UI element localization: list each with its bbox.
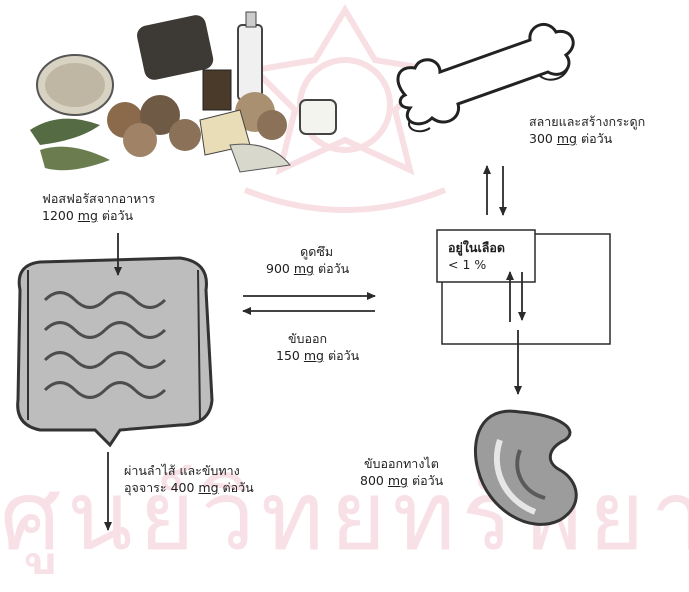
- secrete-label: ขับออก 150 mg ต่อวัน: [276, 330, 359, 364]
- food-illustration: [30, 12, 336, 172]
- food-phosphorus-label: ฟอสฟอรัสจากอาหาร 1200 mg ต่อวัน: [42, 190, 155, 224]
- intestine-illustration: [18, 258, 212, 445]
- kidney-illustration: [475, 411, 576, 524]
- blood-label: อยู่ในเลือด < 1 %: [448, 239, 505, 273]
- feces-label: ผ่านลำไส้ และขับทาง อุจจาระ 400 mg ต่อวั…: [124, 462, 254, 496]
- bone-label: สลายและสร้างกระดูก 300 mg ต่อวัน: [529, 113, 645, 147]
- kidney-label: ขับออกทางไต 800 mg ต่อวัน: [360, 455, 443, 489]
- absorb-label: ดูดซึม 900 mg ต่อวัน: [266, 243, 349, 277]
